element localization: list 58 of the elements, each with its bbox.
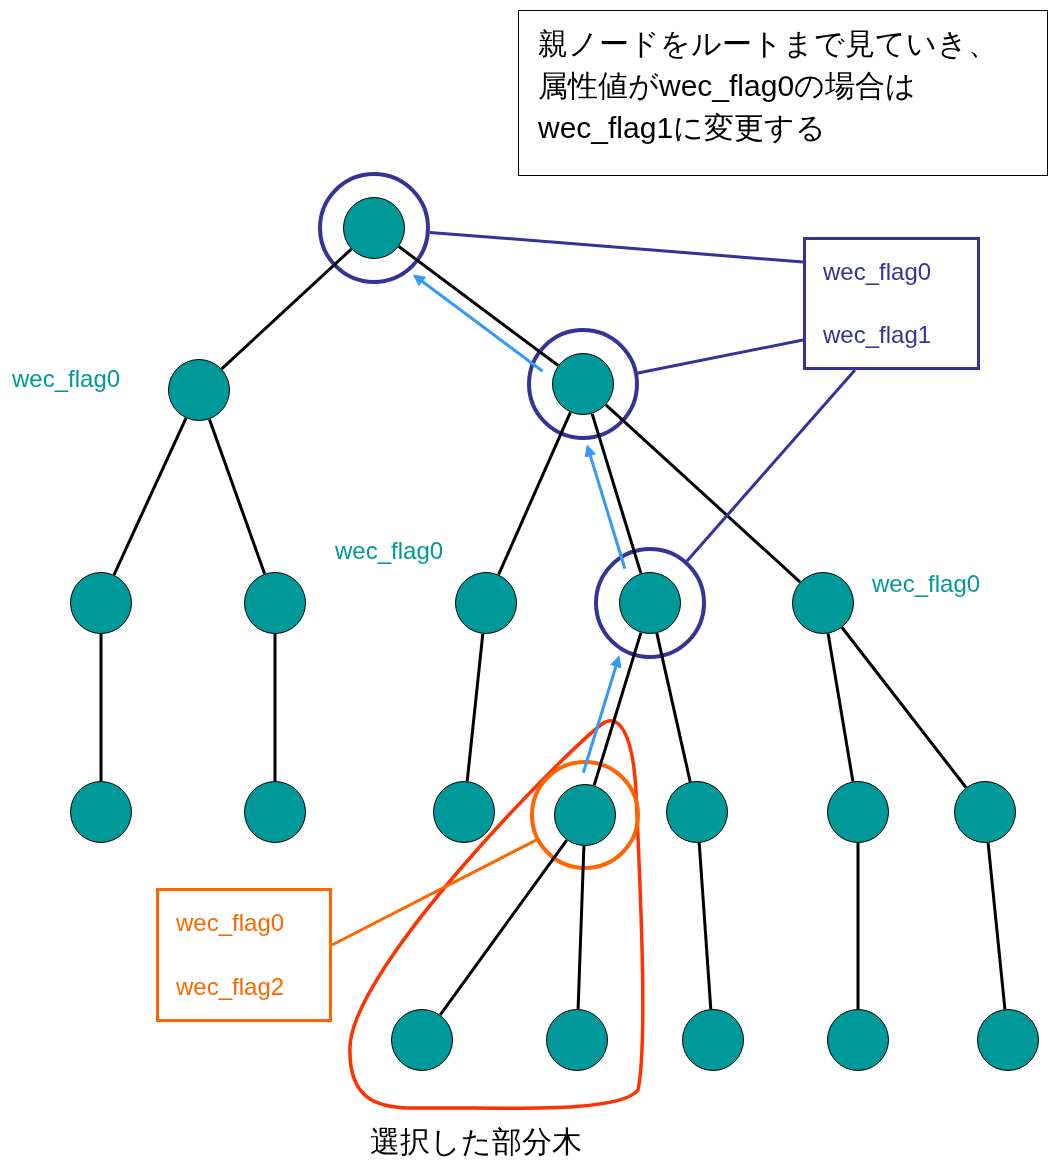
tree-node [827, 781, 889, 843]
tree-node [827, 1009, 889, 1071]
tree-node [666, 781, 728, 843]
highlight-ring [594, 547, 706, 659]
tree-node [244, 572, 306, 634]
tree-edge [99, 634, 103, 781]
highlight-ring [530, 760, 640, 870]
tree-node [554, 784, 616, 846]
tree-edge [576, 845, 586, 1010]
tree-edge [397, 245, 560, 367]
tree-edge [590, 413, 643, 574]
tree-node [552, 353, 614, 415]
tree-node [546, 1009, 608, 1071]
leader-line [429, 230, 804, 264]
tree-node [70, 781, 132, 843]
tree-node [391, 1009, 453, 1071]
highlight-ring [318, 172, 430, 284]
flag-label: wec_flag0 [12, 365, 121, 393]
tree-edge [439, 839, 568, 1016]
tree-node [619, 572, 681, 634]
flag-value: wec_flag1 [823, 321, 933, 350]
tree-edge [840, 626, 968, 789]
tree-edge [592, 632, 643, 786]
flag-value: wec_flag0 [176, 909, 286, 937]
tree-node [433, 781, 495, 843]
tree-node [977, 1009, 1039, 1071]
tree-node [954, 781, 1016, 843]
flag-label: wec_flag0 [872, 570, 981, 598]
tree-edge [112, 417, 188, 576]
tree-edge [220, 248, 353, 370]
tree-edge [697, 842, 713, 1010]
tree-edge [986, 842, 1007, 1010]
tree-edge [273, 634, 277, 781]
leader-line [685, 369, 857, 562]
tree-node [70, 572, 132, 634]
arrow [584, 444, 627, 570]
leader-line [637, 338, 804, 375]
flag-label: wec_flag0 [335, 537, 444, 565]
arrow [412, 274, 544, 373]
tree-edge [604, 403, 802, 584]
highlight-ring [527, 328, 639, 440]
subtree-label: 選択した部分木 [370, 1124, 582, 1160]
tree-node [244, 781, 306, 843]
flag-value: wec_flag2 [176, 973, 286, 1001]
tree-node [343, 197, 405, 259]
flag-value: wec_flag0 [823, 257, 933, 286]
leader-line [331, 838, 537, 947]
tree-node [682, 1009, 744, 1071]
tree-edge [497, 411, 572, 576]
flag-box [156, 888, 332, 1022]
flag-box [803, 237, 980, 370]
note-text: 親ノードをルートまで見ていき、属性値がwec_flag0の場合はwec_flag1に変更する [538, 26, 999, 146]
tree-edge [826, 633, 855, 782]
tree-edge [655, 632, 692, 783]
tree-edge [856, 843, 860, 1009]
tree-edge [465, 633, 485, 782]
tree-edge [208, 418, 266, 575]
arrow [581, 655, 622, 774]
